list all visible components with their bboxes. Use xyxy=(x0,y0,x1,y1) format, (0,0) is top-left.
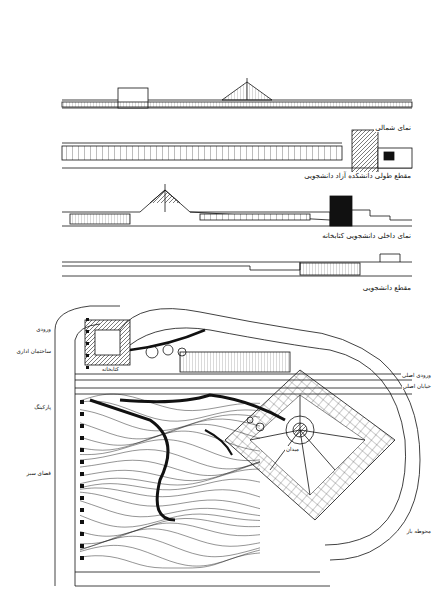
tree-mark xyxy=(86,330,89,333)
tree-mark xyxy=(80,424,84,428)
contour-line xyxy=(80,450,260,469)
tree-mark xyxy=(80,544,84,548)
contour-line xyxy=(80,501,260,517)
tree-mark xyxy=(80,508,84,512)
contour-line xyxy=(80,460,260,475)
drawing-label: نمای شمالی xyxy=(374,124,412,132)
drawing-label: نمای داخلی دانشجویی کتابخانه xyxy=(321,232,412,240)
drawing-label: محوطه باز xyxy=(406,528,432,534)
tree-mark xyxy=(80,412,84,416)
tree-mark xyxy=(80,448,84,452)
drawing-label: میدان xyxy=(285,446,300,452)
elevations xyxy=(62,78,412,276)
contour-line xyxy=(80,518,260,536)
drawing-label: مقطع دانشجویی xyxy=(362,284,412,292)
drawing-label: ورودی اصلی xyxy=(401,372,432,378)
contour-line xyxy=(80,469,260,485)
drawing-label: مقطع طولی دانشکده آزاد دانشجویی xyxy=(303,172,412,180)
drawing-label: فضای سبز xyxy=(26,470,52,476)
contour-line xyxy=(80,536,260,556)
contour-line xyxy=(80,479,260,490)
tree-mark xyxy=(86,366,89,369)
contour-line xyxy=(80,431,260,451)
tree-mark xyxy=(80,496,84,500)
contour-line xyxy=(80,492,260,509)
drawing-label: ساختمان اداری xyxy=(16,348,52,354)
drawing-label: ورودی xyxy=(35,326,52,332)
contour-line xyxy=(80,545,260,566)
tree-mark xyxy=(86,318,89,321)
contour-line xyxy=(80,419,260,439)
contour-line xyxy=(80,462,260,481)
site-plan xyxy=(55,306,420,586)
drawing-label: خیابان اصلی xyxy=(402,383,432,389)
contour-line xyxy=(80,424,260,445)
tree-mark xyxy=(80,460,84,464)
drawing-label: کتابخانه xyxy=(101,366,120,372)
contour-line xyxy=(80,488,260,497)
contour-line xyxy=(80,401,260,421)
contour-line xyxy=(80,529,260,549)
tree-mark xyxy=(86,342,89,345)
tree-mark xyxy=(86,354,89,357)
drawing-label: پارکینگ xyxy=(33,404,52,410)
contour-line xyxy=(80,440,260,461)
contour-line xyxy=(80,553,260,568)
tree-mark xyxy=(80,520,84,524)
